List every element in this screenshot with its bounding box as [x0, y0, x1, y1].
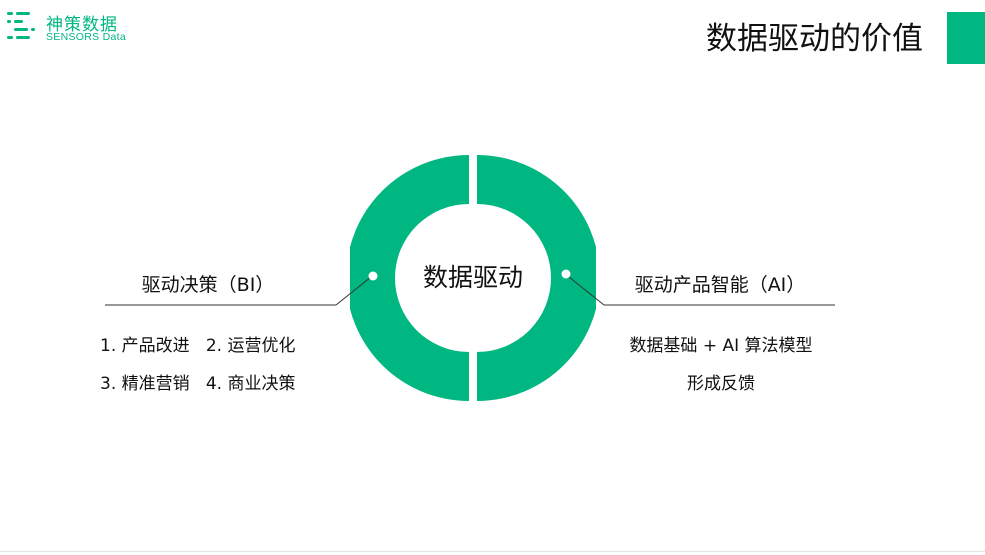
right-title: 驱动产品智能（AI）	[634, 274, 806, 296]
ring-left-half	[350, 155, 469, 401]
sensors-logo-icon	[7, 12, 35, 39]
title-accent-block	[947, 12, 985, 64]
left-line-1: 1. 产品改进 2. 运营优化	[100, 336, 296, 356]
logo-name-cn: 神策数据	[46, 15, 118, 35]
center-label: 数据驱动	[422, 263, 523, 292]
brand-logo: 神策数据 SENSORS Data	[6, 8, 136, 48]
right-line-2: 形成反馈	[687, 374, 755, 394]
logo-name-en: SENSORS Data	[46, 31, 127, 43]
right-line-1: 数据基础 + AI 算法模型	[629, 336, 813, 356]
data-driven-ring	[350, 155, 596, 401]
left-title: 驱动决策（BI）	[141, 274, 275, 296]
page-title: 数据驱动的价值	[706, 21, 923, 57]
bottom-divider	[0, 551, 985, 552]
left-line-2: 3. 精准营销 4. 商业决策	[100, 374, 296, 394]
ring-right-half	[477, 155, 596, 401]
